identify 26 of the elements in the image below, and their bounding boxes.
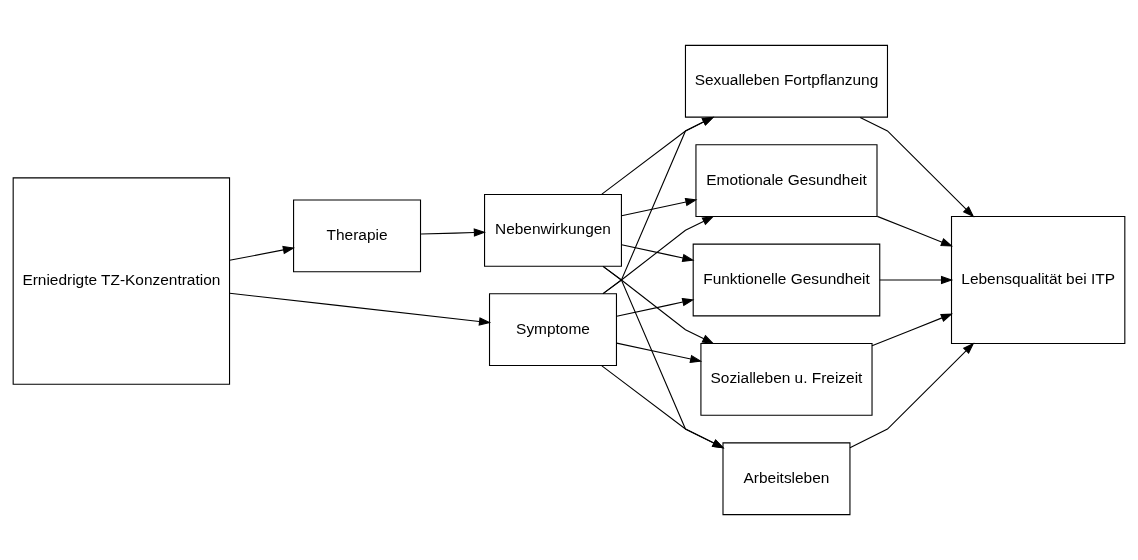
node-box: Arbeitsleben — [722, 442, 851, 516]
arrow — [871, 313, 953, 347]
arrow — [859, 116, 975, 218]
arrow — [621, 197, 698, 217]
node-box: Sozialleben u. Freizeit — [700, 342, 873, 416]
arrow — [616, 297, 695, 317]
arrow — [602, 265, 725, 449]
arrow — [621, 244, 695, 263]
node-box: Erniedrigte TZ-Konzentration — [12, 177, 231, 385]
arrow — [601, 116, 715, 195]
arrow — [420, 228, 486, 237]
node-box: Emotionale Gesundheit — [695, 144, 878, 218]
arrow — [229, 292, 492, 326]
node-box: Symptome — [488, 293, 617, 367]
arrow — [879, 275, 954, 285]
node-box: Sexualleben Fortpflanzung — [684, 44, 889, 118]
node-box: Lebensqualität bei ITP — [950, 215, 1126, 345]
arrow — [601, 365, 725, 449]
arrow — [849, 342, 975, 449]
arrow — [616, 342, 703, 364]
arrow — [876, 215, 954, 247]
arrow — [602, 116, 715, 295]
node-box: Nebenwirkungen — [484, 193, 622, 267]
node-box: Therapie — [293, 199, 422, 273]
node-box: Funktionelle Gesundheit — [692, 243, 881, 317]
arrow — [229, 245, 295, 261]
